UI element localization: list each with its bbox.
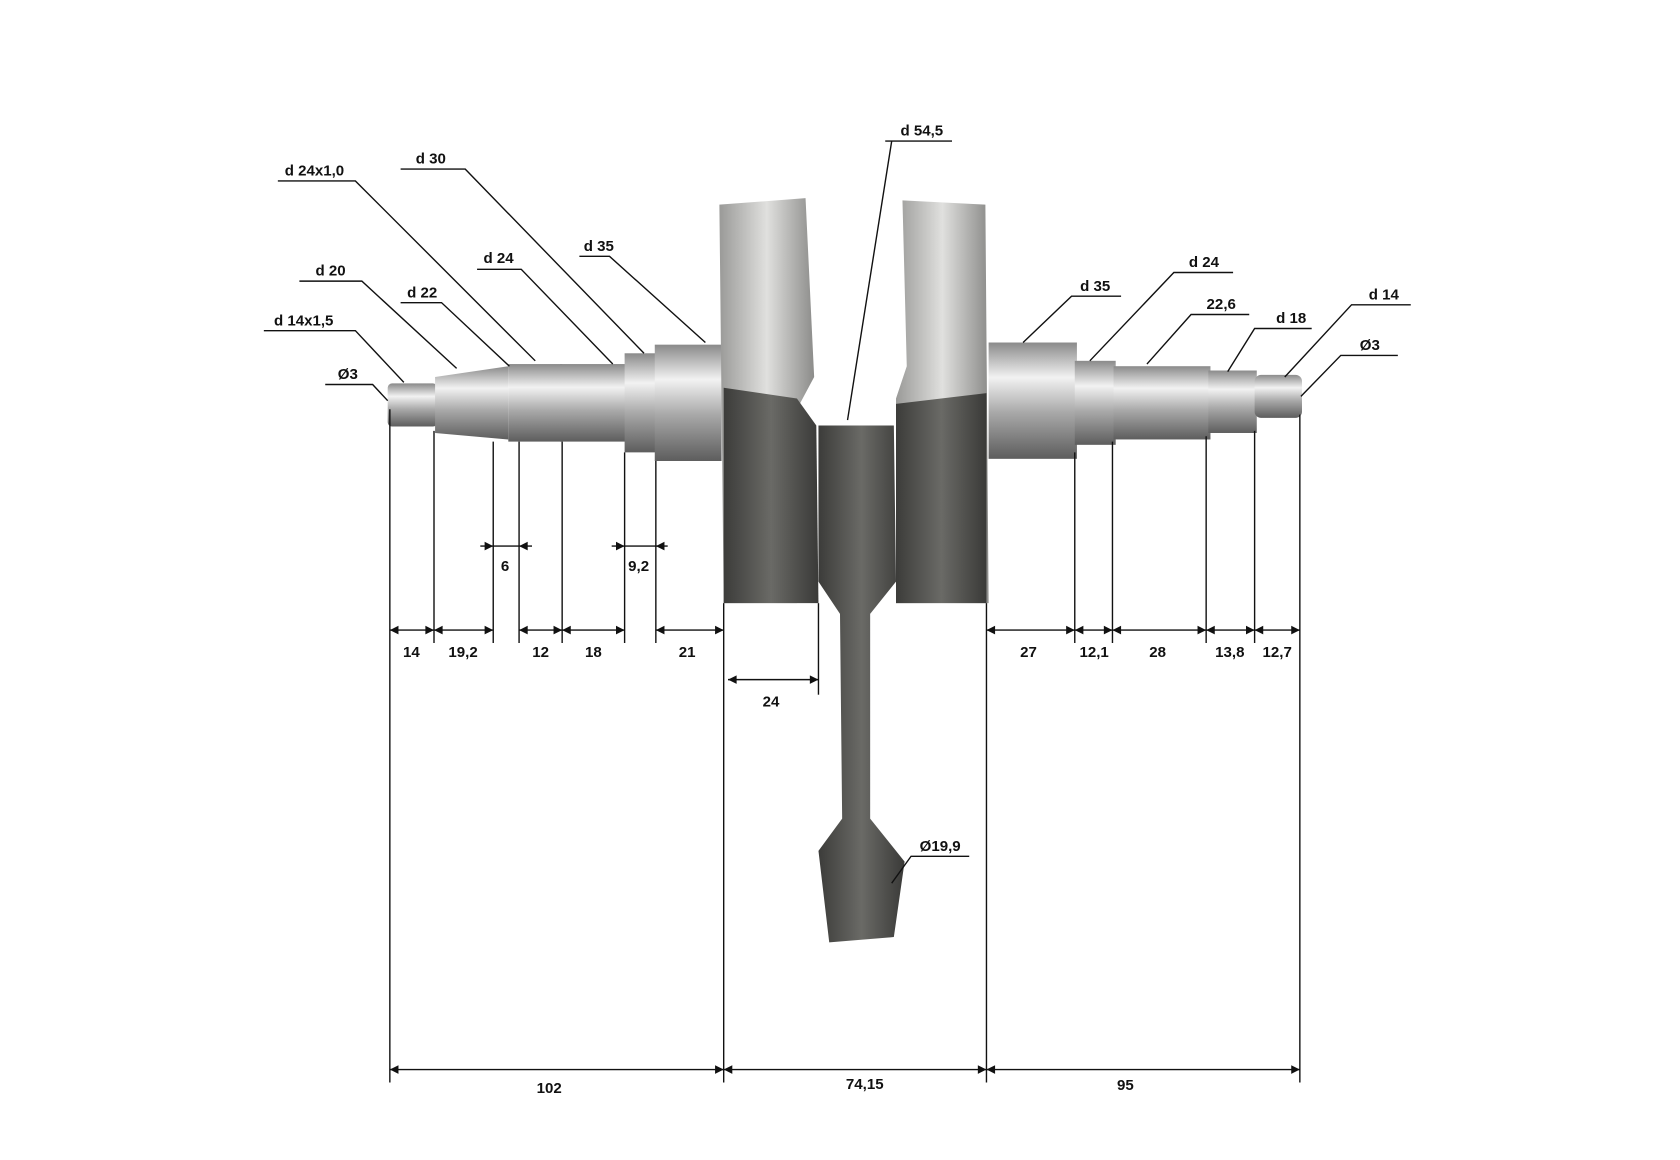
collar-length-label: 9,2	[628, 558, 649, 575]
spline-shape	[1113, 366, 1211, 440]
length-label: 27	[1020, 644, 1037, 661]
web-width-label: 24	[763, 694, 780, 711]
length-label: 12	[532, 644, 549, 661]
label-d24-right: d 24	[1189, 254, 1220, 271]
label-d18: d 18	[1276, 310, 1306, 327]
label-d35-left: d 35	[584, 238, 614, 255]
left-bearing-shape	[654, 344, 722, 461]
label-d14x1-5: d 14x1,5	[274, 312, 333, 329]
label-d30: d 30	[416, 151, 446, 168]
length-label: 13,8	[1215, 644, 1244, 661]
dimension-lines	[263, 140, 1411, 1083]
label-phi3-left: Ø3	[338, 366, 358, 383]
overall-middle-label: 74,15	[846, 1076, 884, 1093]
overall-left-label: 102	[537, 1080, 562, 1097]
label-d35-right: d 35	[1080, 278, 1110, 295]
thread-length-label: 6	[501, 558, 509, 575]
overall-right-label: 95	[1117, 1077, 1134, 1094]
length-label: 21	[679, 644, 696, 661]
arrowheads	[389, 541, 1300, 1074]
connecting-rod-shape	[818, 425, 905, 943]
label-d20: d 20	[316, 263, 346, 280]
label-22-6: 22,6	[1207, 296, 1236, 313]
crankshaft-illustration	[387, 198, 1302, 943]
label-d14: d 14	[1369, 286, 1400, 303]
left-thread-24-shape	[508, 364, 563, 442]
length-label: 12,7	[1263, 644, 1292, 661]
label-phi3-right: Ø3	[1360, 337, 1380, 354]
length-label: 12,1	[1079, 644, 1108, 661]
label-d24x1-0: d 24x1,0	[285, 163, 344, 180]
length-label: 18	[585, 644, 602, 661]
left-taper-shape	[435, 366, 509, 440]
length-label: 28	[1149, 644, 1166, 661]
label-d54-5: d 54,5	[900, 123, 943, 140]
length-label: 14	[403, 644, 420, 661]
length-labels: 14 19,2 12 18 21 27 12,1 28 13,8 12,7 6 …	[403, 558, 1292, 1097]
label-phi19-9: Ø19,9	[920, 838, 961, 855]
label-d22: d 22	[407, 284, 437, 301]
label-d24-left: d 24	[484, 250, 515, 267]
right-bearing-shape	[988, 342, 1077, 459]
callout-labels: d 54,5 d 30 d 24x1,0 d 35 d 24 d 20 d 22…	[274, 123, 1400, 855]
length-label: 19,2	[448, 644, 477, 661]
left-thread-shape	[387, 383, 438, 427]
